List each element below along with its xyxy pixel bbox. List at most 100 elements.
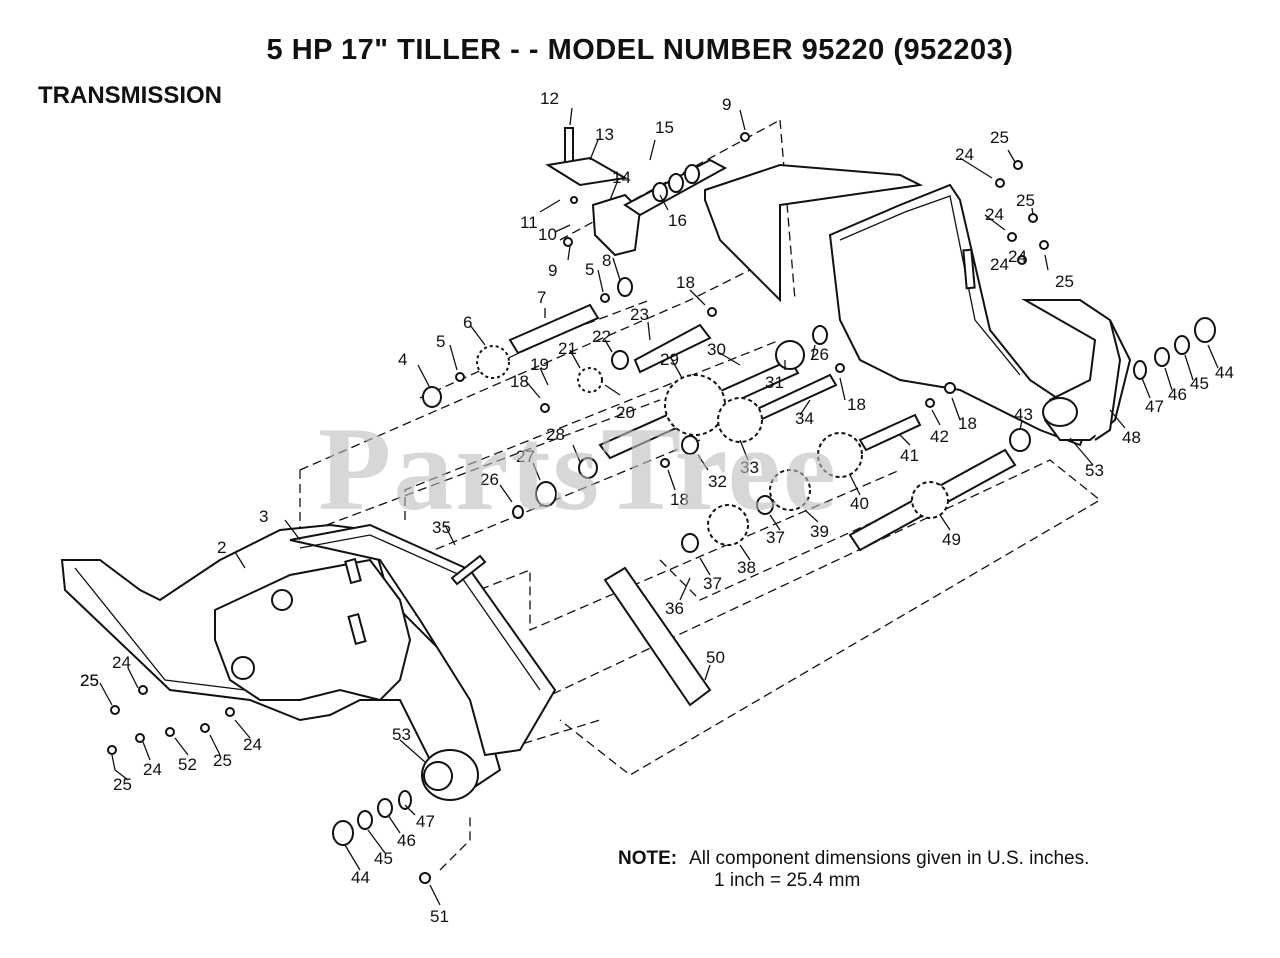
callout-number: 10 (538, 225, 557, 244)
callout-number: 30 (707, 340, 726, 359)
callout-number: 20 (616, 403, 635, 422)
callout-number: 26 (480, 470, 499, 489)
callout-number: 29 (660, 350, 679, 369)
callout-number: 46 (397, 831, 416, 850)
diagram-title: 5 HP 17" TILLER - - MODEL NUMBER 95220 (… (266, 34, 1014, 66)
callout-number: 45 (374, 849, 393, 868)
callout-number: 53 (392, 725, 411, 744)
callout-number: 23 (630, 305, 649, 324)
shaft-41 (858, 413, 922, 452)
callout-number: 25 (213, 751, 232, 770)
callout-number: 7 (537, 288, 546, 307)
callout-number: 25 (113, 775, 132, 794)
left-pulley (421, 749, 479, 801)
note-label: NOTE: (618, 848, 678, 869)
callout-number: 2 (217, 538, 226, 557)
note-line-1: All component dimensions given in U.S. i… (689, 848, 1090, 869)
callout-number: 42 (930, 427, 949, 446)
callout-number: 21 (558, 339, 577, 358)
callout-number: 53 (1085, 461, 1104, 480)
callout-number: 34 (795, 409, 814, 428)
callout-number: 9 (548, 261, 557, 280)
leader-lines (99, 107, 1219, 906)
callout-number: 44 (1215, 363, 1234, 382)
callout-number: 9 (722, 95, 731, 114)
callout-number: 50 (706, 648, 725, 667)
callout-number: 43 (1014, 405, 1033, 424)
callout-number: 37 (766, 528, 785, 547)
right-housing (704, 163, 1132, 447)
callout-number: 24 (1008, 247, 1027, 266)
left-housing (60, 523, 557, 792)
callout-number: 4 (398, 350, 407, 369)
callout-number: 48 (1122, 428, 1141, 447)
shaft-23 (633, 323, 712, 374)
callout-number: 49 (942, 530, 961, 549)
note-line-2: 1 inch = 25.4 mm (714, 870, 861, 891)
dimensions-note: NOTE: All component dimensions given in U… (618, 848, 1089, 892)
callout-number: 37 (703, 574, 722, 593)
right-pulley (1042, 397, 1078, 427)
callout-number: 5 (436, 332, 445, 351)
callout-number: 46 (1168, 385, 1187, 404)
callout-number: 47 (1145, 397, 1164, 416)
callout-number: 13 (595, 125, 614, 144)
callout-number: 28 (546, 425, 565, 444)
gears (476, 340, 949, 546)
callout-number: 24 (112, 653, 131, 672)
callout-number: 44 (351, 868, 370, 887)
shaft-7 (508, 303, 600, 355)
callout-number: 16 (668, 211, 687, 230)
callout-number: 18 (847, 395, 866, 414)
callout-number: 24 (955, 145, 974, 164)
callout-number: 14 (612, 168, 631, 187)
callout-number: 38 (737, 558, 756, 577)
callout-number: 8 (602, 251, 611, 270)
callout-number: 15 (655, 118, 674, 137)
callout-number: 52 (178, 755, 197, 774)
callout-number: 24 (985, 205, 1004, 224)
callout-number: 19 (530, 355, 549, 374)
belt-50 (603, 566, 712, 707)
shifter-assembly (545, 127, 728, 257)
callout-number: 40 (850, 494, 869, 513)
bearing-hole (231, 656, 255, 680)
callout-number: 24 (143, 760, 162, 779)
callout-number: 3 (259, 507, 268, 526)
callout-number: 18 (510, 372, 529, 391)
callout-number: 51 (430, 907, 449, 926)
callout-number: 47 (416, 812, 435, 831)
callout-number: 25 (1016, 191, 1035, 210)
callout-number: 32 (708, 472, 727, 491)
callout-number: 12 (540, 89, 559, 108)
callout-number: 39 (810, 522, 829, 541)
callout-number: 6 (463, 313, 472, 332)
callout-number: 11 (520, 213, 538, 232)
bushings-and-washers (107, 132, 1216, 884)
callout-number: 26 (810, 345, 829, 364)
callout-number: 22 (592, 327, 611, 346)
callout-number: 18 (676, 273, 695, 292)
callout-number: 27 (516, 447, 535, 466)
callout-number: 45 (1190, 374, 1209, 393)
callout-number: 25 (80, 671, 99, 690)
watermark: PartsTree (318, 402, 838, 535)
callout-number: 25 (990, 128, 1009, 147)
callout-number: 35 (432, 518, 451, 537)
callout-number: 5 (585, 260, 594, 279)
callout-number: 18 (958, 414, 977, 433)
bolt-35 (450, 554, 487, 586)
callout-number: 25 (80, 671, 99, 690)
callout-number: 18 (670, 490, 689, 509)
callout-number: 31 (765, 373, 784, 392)
callout-number: 36 (665, 599, 684, 618)
callout-number: 25 (1055, 272, 1074, 291)
callout-number: 24 (990, 255, 1009, 274)
callout-number: 24 (243, 735, 262, 754)
section-heading: TRANSMISSION (38, 82, 223, 109)
callout-number: 41 (900, 446, 919, 465)
callout-number: 33 (740, 458, 759, 477)
